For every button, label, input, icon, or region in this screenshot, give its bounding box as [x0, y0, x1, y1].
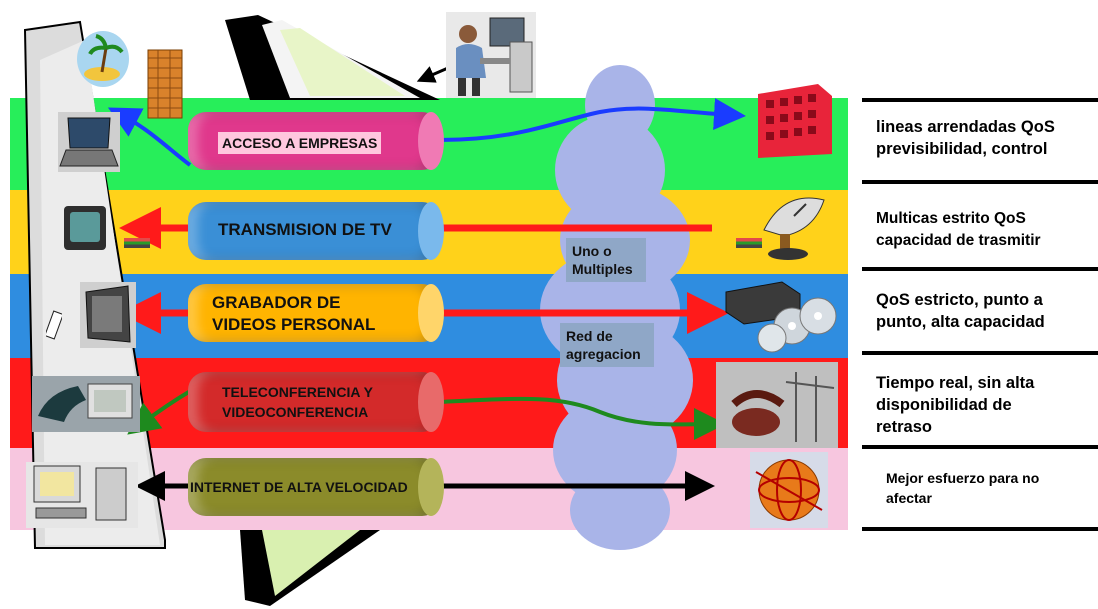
- cylinder-business-access: ACCESO A EMPRESAS: [188, 112, 444, 170]
- service-label: TRANSMISION DE TV: [218, 220, 392, 239]
- description-teleconference: Tiempo real, sin alta disponibilidad de …: [876, 374, 1035, 436]
- cylinder-teleconference: TELECONFERENCIA Y VIDEOCONFERENCIA: [188, 372, 444, 432]
- cloud-label-bottom: Red de agregacion: [560, 323, 654, 367]
- cylinder-cap: [418, 202, 444, 260]
- dvd-player-icon: [725, 281, 837, 353]
- description-internet: Mejor esfuerzo para no afectar: [886, 470, 1040, 506]
- cylinder-pvr: GRABADOR DE VIDEOS PERSONAL: [188, 284, 444, 342]
- cylinder-tv: TRANSMISION DE TV: [188, 202, 444, 260]
- cylinder-cap: [418, 372, 444, 432]
- cylinder-cap: [418, 458, 444, 516]
- description-business-access: lineas arrendadas QoS previsibilidad, co…: [876, 118, 1055, 158]
- connector-right-tv: [736, 238, 762, 248]
- office-building-icon: [758, 84, 832, 158]
- pvr-tv-icon: [80, 282, 136, 348]
- cylinder-internet: INTERNET DE ALTA VELOCIDAD: [188, 458, 444, 516]
- divider: [862, 445, 1098, 449]
- satellite-dish-icon: [763, 197, 825, 260]
- arrow-business-access-right: [439, 98, 746, 142]
- cloud-label-top: Uno o Multiples: [566, 238, 646, 282]
- arrow-teleconference-left: [127, 388, 194, 435]
- cylinder-cap: [418, 284, 444, 342]
- divider: [862, 527, 1098, 531]
- description-tv: Multicas estrito QoS capacidad de trasmi…: [876, 210, 1041, 249]
- arrow-worker: [416, 66, 449, 83]
- service-label: ACCESO A EMPRESAS: [218, 132, 382, 154]
- cylinder-cap: [418, 112, 444, 170]
- arrow-business-access: [107, 107, 192, 167]
- tv-icon: [64, 206, 106, 250]
- divider: [862, 267, 1098, 271]
- service-label: GRABADOR DE VIDEOS PERSONAL: [212, 293, 376, 334]
- laptop-icon: [58, 112, 120, 172]
- old-telephone-icon: [716, 362, 838, 448]
- description-pvr: QoS estricto, punto a punto, alta capaci…: [876, 291, 1045, 331]
- building-icon: [147, 49, 183, 119]
- arrow-teleconference-right: [439, 396, 726, 441]
- phone-icon: [32, 376, 140, 432]
- divider: [862, 98, 1098, 102]
- worker-computer-icon: [446, 12, 536, 98]
- island-icon: [77, 31, 129, 87]
- globe-icon: [750, 452, 828, 528]
- divider: [862, 351, 1098, 355]
- service-label: TELECONFERENCIA Y VIDEOCONFERENCIA: [222, 384, 373, 420]
- connector-left-tv: [124, 238, 150, 248]
- divider: [862, 180, 1098, 184]
- desktop-icon: [26, 462, 138, 528]
- remote-icon: [46, 310, 62, 340]
- service-label: INTERNET DE ALTA VELOCIDAD: [190, 479, 408, 495]
